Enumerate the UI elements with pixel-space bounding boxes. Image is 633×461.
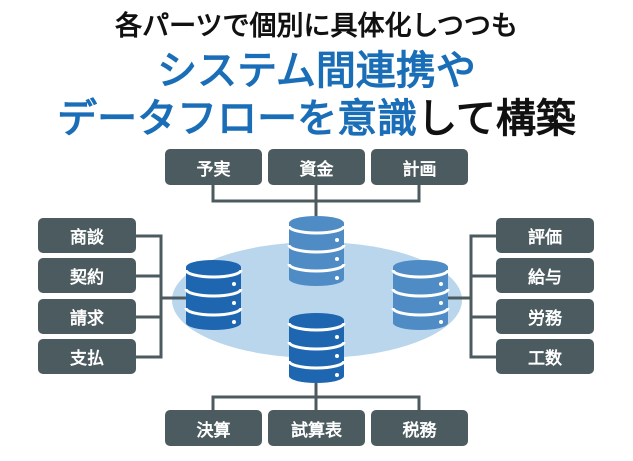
title-line-3-blue: データフローを意識 (57, 96, 418, 142)
db-band (287, 244, 346, 254)
db-led (232, 301, 236, 305)
box-shisanhyo: 試算表 (268, 410, 365, 446)
db-band (184, 269, 243, 279)
db-led (335, 276, 339, 280)
db-band (391, 307, 450, 317)
box-shiharai: 支払 (38, 339, 136, 374)
db-top (289, 313, 344, 327)
connector-lines (136, 185, 496, 410)
db-band (184, 307, 243, 317)
box-kessan: 決算 (165, 410, 262, 446)
database-icon-right (391, 260, 450, 331)
db-led (439, 301, 443, 305)
database-icon-left (184, 260, 243, 330)
db-top (186, 260, 241, 274)
box-shodan: 商談 (38, 218, 136, 253)
db-led (232, 282, 236, 286)
db-led (335, 238, 339, 242)
data-hub-ellipse (172, 242, 462, 358)
box-seikyu: 請求 (38, 299, 136, 334)
db-band (287, 341, 346, 351)
box-keiyaku: 契約 (38, 258, 136, 293)
box-kosu: 工数 (496, 339, 594, 374)
db-band (184, 288, 243, 298)
db-band (287, 263, 346, 273)
database-icon-bottom (287, 313, 346, 383)
db-band (287, 225, 346, 235)
box-yojitsu: 予実 (165, 149, 262, 185)
title-line-2: システム間連携や (157, 48, 476, 94)
box-shikin: 資金 (268, 149, 365, 185)
db-led (335, 335, 339, 339)
db-top (289, 216, 344, 230)
db-led (232, 320, 236, 324)
db-led (335, 354, 339, 358)
db-band (391, 288, 450, 298)
title-line-3: データフローを意識して構築 (0, 86, 633, 144)
db-led (439, 282, 443, 286)
database-icon-top (287, 216, 346, 286)
box-zeimu: 税務 (371, 410, 468, 446)
box-romu: 労務 (496, 299, 594, 334)
db-band (287, 322, 346, 332)
box-kyuyo: 給与 (496, 258, 594, 293)
db-top (393, 260, 448, 274)
db-led (439, 320, 443, 324)
db-led (335, 257, 339, 261)
db-led (335, 373, 339, 377)
db-band (287, 360, 346, 370)
box-keikaku: 計画 (371, 149, 468, 185)
db-band (391, 269, 450, 279)
title-line-3-black: して構築 (417, 96, 576, 142)
box-hyoka: 評価 (496, 218, 594, 253)
title-line-1: 各パーツで個別に具体化しつつも (115, 11, 518, 42)
